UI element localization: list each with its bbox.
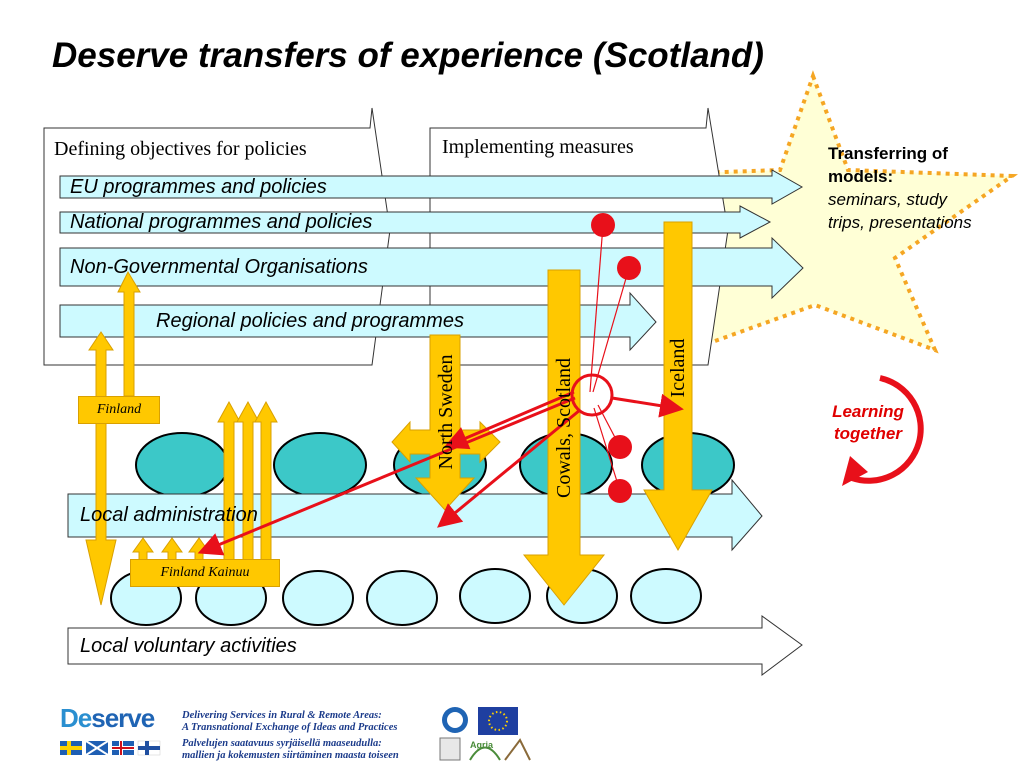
cowals-scotland-label: Cowals, Scotland bbox=[553, 358, 575, 498]
band-ngo-label: Non-Governmental Organisations bbox=[70, 256, 368, 278]
star-heading: Transferring of models: bbox=[828, 144, 948, 186]
band-eu-label: EU programmes and policies bbox=[70, 176, 327, 198]
footer-line-4: mallien ja kokemusten siirtäminen maasta… bbox=[182, 750, 399, 761]
ellipse-teal-1 bbox=[135, 432, 229, 498]
band-local-voluntary-arrow bbox=[67, 615, 803, 676]
finland-label: Finland bbox=[78, 396, 160, 424]
ellipse-light-3 bbox=[282, 570, 354, 626]
ellipse-light-4 bbox=[366, 570, 438, 626]
band-regional-label: Regional policies and programmes bbox=[156, 310, 464, 332]
footer-line-2: A Transnational Exchange of Ideas and Pr… bbox=[182, 722, 398, 733]
iceland-arrow bbox=[643, 221, 713, 552]
band-local-voluntary-label: Local voluntary activities bbox=[80, 635, 297, 657]
learning-together-label: Learning together bbox=[832, 402, 904, 443]
ellipse-teal-2 bbox=[273, 432, 367, 498]
red-thick-arrows bbox=[197, 390, 684, 556]
band-ngo-arrow bbox=[59, 236, 804, 300]
band-national-label: National programmes and policies bbox=[70, 211, 373, 233]
band-local-admin-arrow bbox=[67, 478, 763, 552]
deserve-logo: Deserve bbox=[60, 703, 155, 733]
north-sweden-arrow bbox=[391, 334, 501, 511]
page-title: Deserve transfers of experience (Scotlan… bbox=[52, 36, 764, 75]
band-local-admin-label: Local administration bbox=[80, 504, 258, 526]
ellipse-light-7 bbox=[630, 568, 702, 624]
footer-line-3: Palvelujen saatavuus syrjäisellä maaseud… bbox=[182, 738, 382, 749]
ellipse-light-5 bbox=[459, 568, 531, 624]
footer-logos-right bbox=[439, 707, 531, 761]
star-items: seminars, study trips, presentations bbox=[828, 190, 972, 232]
deserve-logo-prefix: De bbox=[60, 703, 92, 733]
phase-implementing-label: Implementing measures bbox=[442, 136, 634, 158]
learning-cycle-icon bbox=[842, 375, 924, 486]
hub-circle bbox=[570, 373, 614, 417]
deserve-logo-suffix: serve bbox=[91, 703, 155, 733]
north-sweden-label: North Sweden bbox=[435, 354, 457, 470]
star-shape bbox=[606, 70, 1019, 354]
phase-defining-label: Defining objectives for policies bbox=[54, 138, 307, 160]
band-eu-arrow bbox=[59, 169, 804, 205]
footer-flags bbox=[60, 740, 161, 756]
footer-logo: Deserve bbox=[60, 703, 155, 734]
iceland-label: Iceland bbox=[667, 338, 689, 398]
star-text: Transferring of models: seminars, study … bbox=[828, 142, 988, 234]
band-regional-arrow bbox=[59, 291, 657, 352]
agria-logo-text: Agria bbox=[470, 740, 494, 750]
cowals-scotland-arrow bbox=[522, 269, 606, 606]
red-thin-lines bbox=[589, 224, 630, 492]
footer-line-1: Delivering Services in Rural & Remote Ar… bbox=[182, 710, 382, 721]
finland-kainuu-label: Finland Kainuu bbox=[130, 559, 280, 587]
